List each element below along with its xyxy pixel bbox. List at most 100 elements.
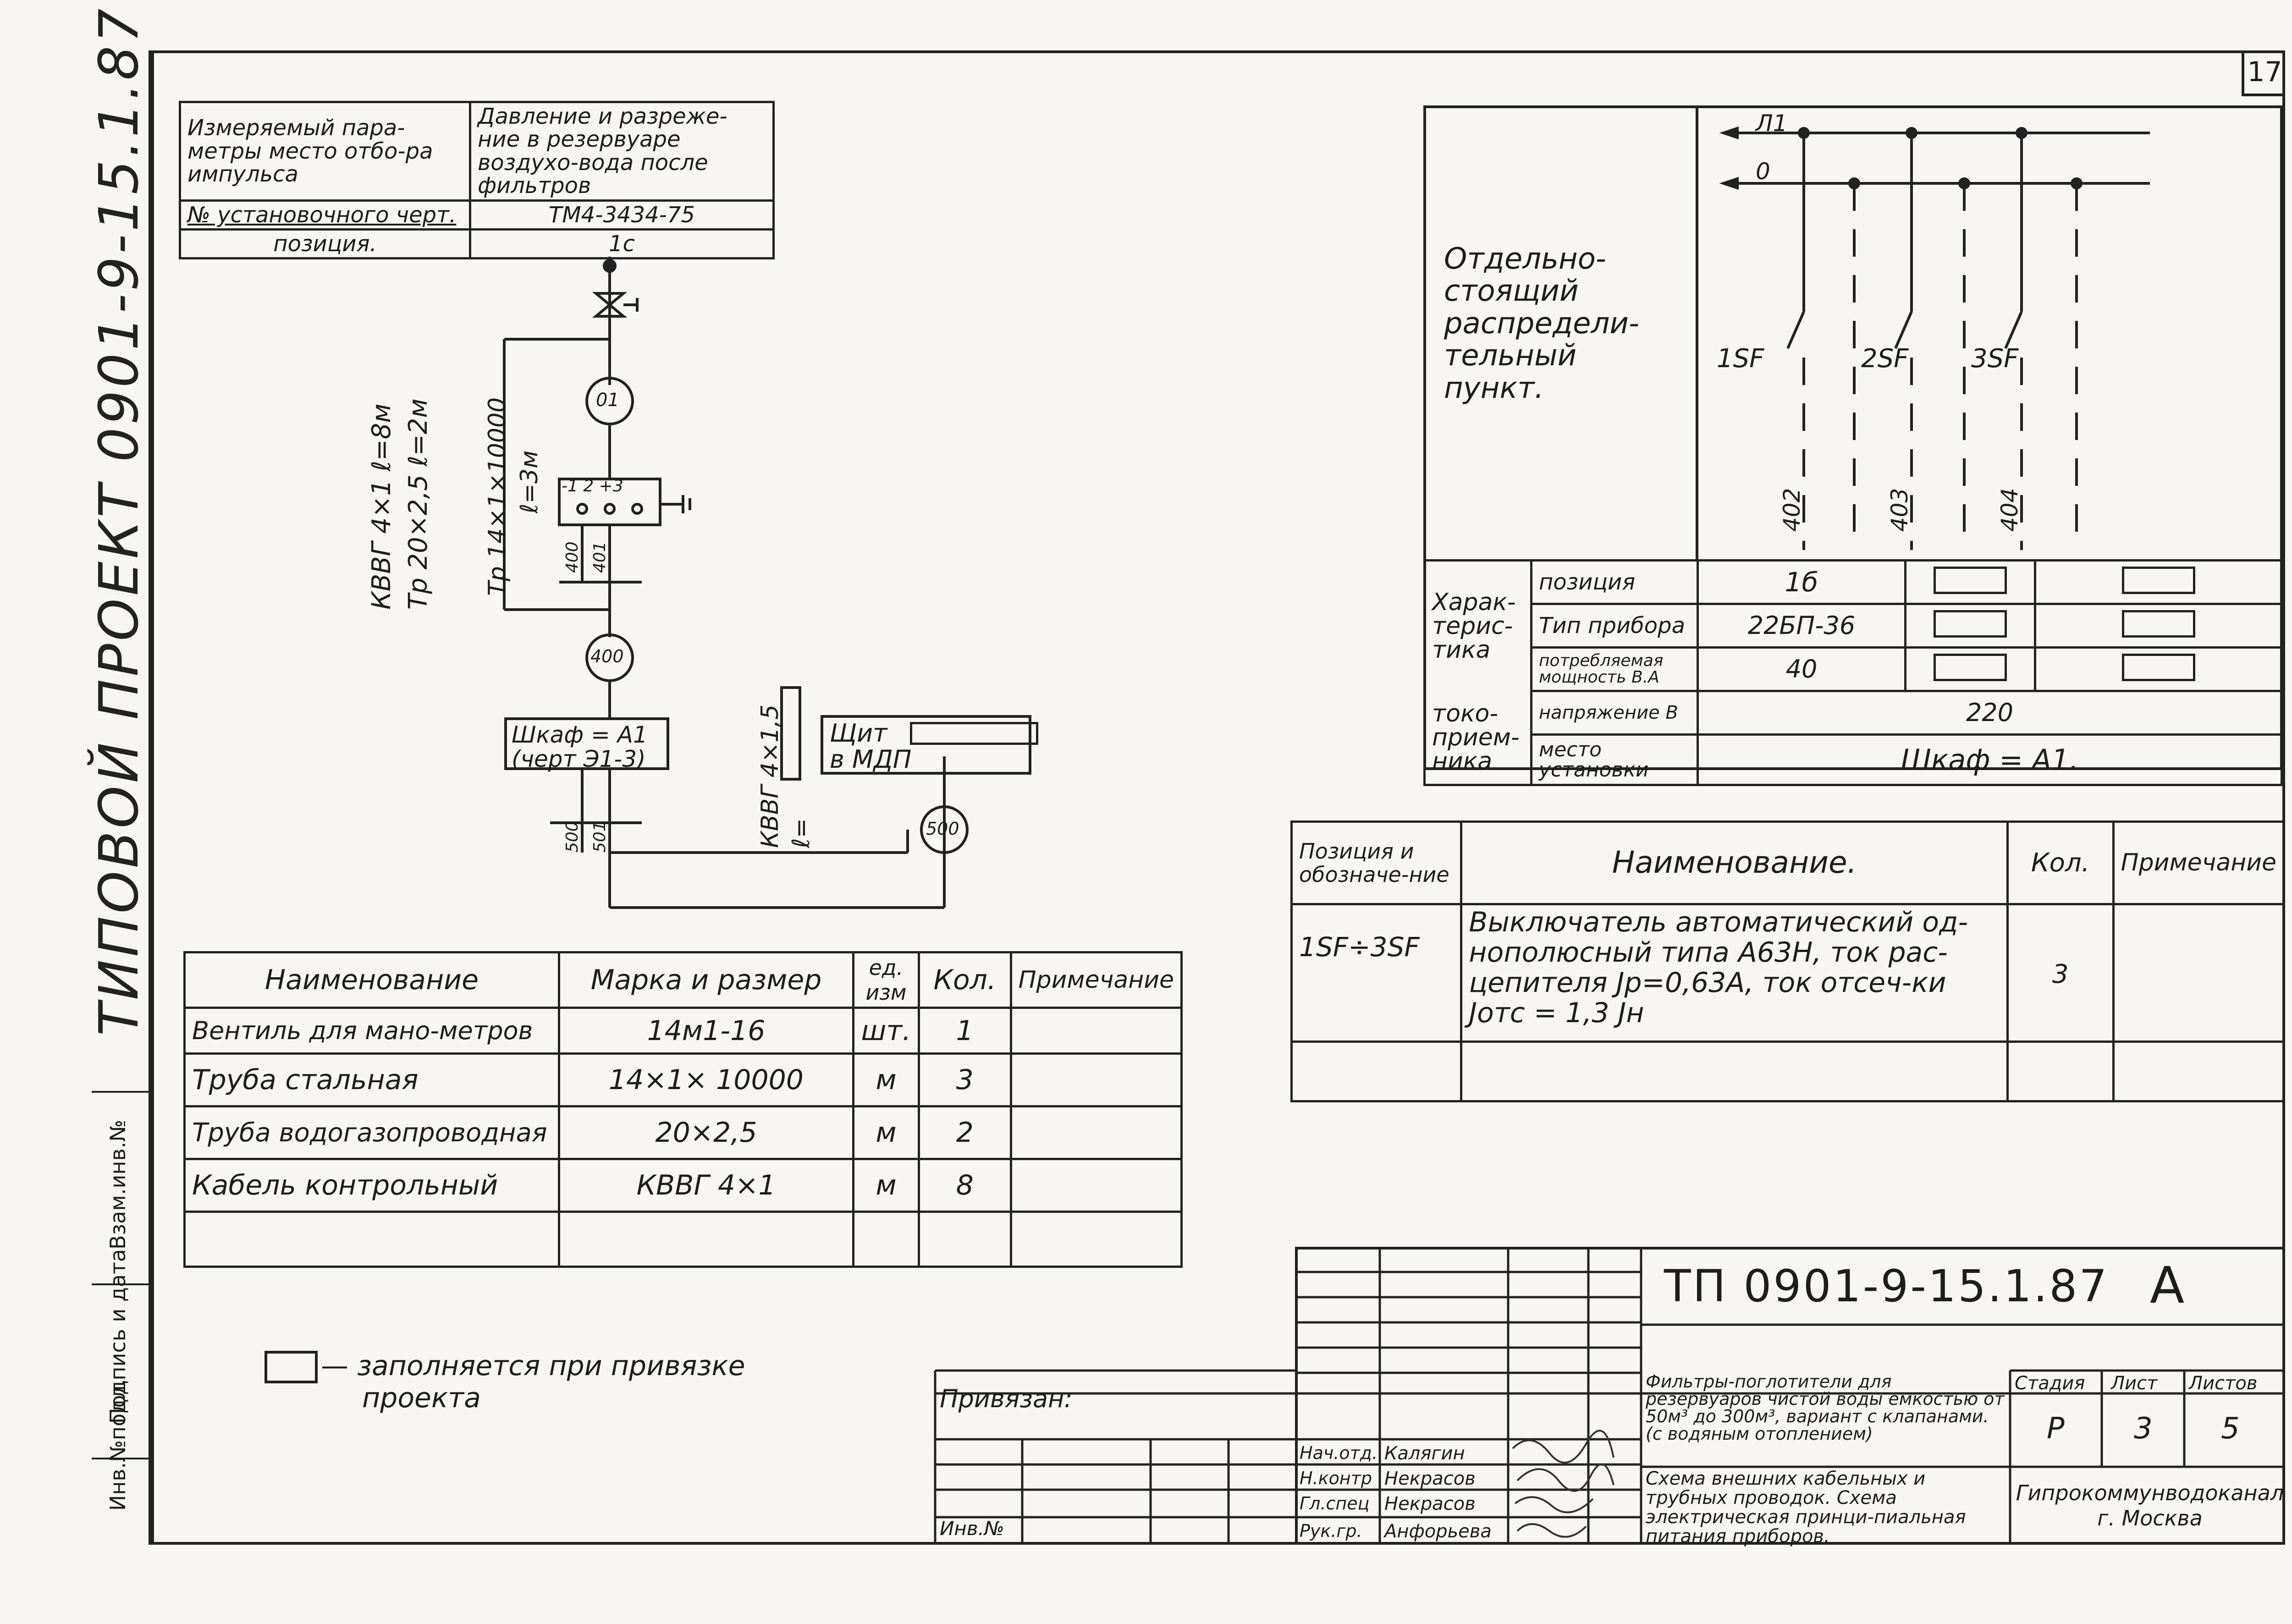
right-cell-empty <box>2112 1040 2285 1102</box>
cabinet-ref: (черт Э1-3) <box>512 745 646 772</box>
char-fill-cell <box>2034 559 2283 605</box>
char-voltage-value: 220 <box>1697 690 2283 736</box>
spec-cell: 3 <box>917 1052 1012 1107</box>
role-3: Гл.спец <box>1300 1493 1370 1514</box>
panel-fill-box <box>910 722 1038 745</box>
wire-402: 402 <box>1779 488 1805 532</box>
spec-table: Наименование Марка и размер ед. изм Кол.… <box>183 951 1183 1268</box>
spec-cell <box>1009 1158 1183 1213</box>
char-group2: токо-прием-ника <box>1423 691 1532 786</box>
wire-501: 501 <box>590 821 609 853</box>
legend-text: — заполняется при привязке <box>321 1350 745 1382</box>
spec-cell: Труба стальная <box>183 1052 560 1107</box>
right-cell-qty: 3 <box>2006 903 2115 1043</box>
param-cell-2: Давление и разреже-ние в резервуаре возд… <box>469 101 775 202</box>
spec-cell <box>1009 1105 1183 1160</box>
spec-cell: м <box>852 1052 920 1107</box>
wire-403: 403 <box>1886 488 1913 532</box>
spec-head-unit: ед. изм <box>852 951 920 1009</box>
char-fill-cell <box>2034 646 2283 692</box>
fill-box <box>1934 654 2007 681</box>
side-col-inv: Взам.инв.№ <box>92 1091 151 1283</box>
cable-kvvg15-length: ℓ= <box>788 818 815 848</box>
spec-head-qty: Кол. <box>917 951 1012 1009</box>
signer-2: Некрасов <box>1384 1468 1476 1489</box>
spec-cell: м <box>852 1158 920 1213</box>
spec-cell: 1 <box>917 1007 1012 1055</box>
cable-kvvg15-label: КВВГ 4×1,5 <box>756 704 784 848</box>
spec-cell: 8 <box>917 1158 1012 1213</box>
sheet-header: Лист <box>2111 1373 2158 1394</box>
spec-cell <box>1009 1007 1183 1055</box>
char-group1: Харак-терис-тика <box>1423 559 1532 691</box>
spec-cell: 2 <box>917 1105 1012 1160</box>
drawing-frame <box>151 50 2285 1545</box>
char-row-place: место установки <box>1530 733 1699 786</box>
right-cell-pos: 1SF÷3SF <box>1290 903 1463 1043</box>
right-cell-empty <box>1290 1040 1463 1102</box>
spec-cell <box>1009 1052 1183 1107</box>
fill-box <box>2121 610 2195 638</box>
param-cell-4: ТМ4-3434-75 <box>469 199 775 231</box>
char-row-power: потребляемая мощность В.А <box>1530 646 1699 692</box>
spec-cell <box>852 1211 920 1268</box>
char-fill-cell <box>1904 559 2036 605</box>
spec-head-name: Наименование <box>183 951 560 1009</box>
org-name: Гипрокоммунводоканал г. Москва <box>2016 1481 2284 1531</box>
panel-box: Щит в МДП <box>821 715 1031 775</box>
char-fill-cell <box>1904 646 2036 692</box>
char-row-type: Тип прибора <box>1530 603 1699 649</box>
right-cell-name: Выключатель автоматический од-нополюсный… <box>1460 903 2009 1043</box>
spec-cell: 14м1-16 <box>557 1007 855 1055</box>
device-400-label: 400 <box>590 646 624 666</box>
char-pos-value: 1б <box>1697 559 1906 605</box>
pipe-14-label: Тр 14×1×10000 <box>484 397 511 596</box>
char-type-value: 22БП-36 <box>1697 603 1906 649</box>
table-row: Вентиль для мано-метров 14м1-16 шт. 1 <box>183 1007 1183 1055</box>
drawing-letter: А <box>2150 1256 2185 1315</box>
signer-4: Анфорьева <box>1384 1521 1492 1542</box>
spec-cell <box>183 1211 560 1268</box>
param-table: Измеряемый пара-метры место отбо-ра импу… <box>179 101 775 260</box>
spec-cell: 14×1× 10000 <box>557 1052 855 1107</box>
param-cell-3: № установочного черт. <box>179 199 471 231</box>
right-cell-note <box>2112 903 2285 1043</box>
spec-cell: шт. <box>852 1007 920 1055</box>
breaker-2sf: 2SF <box>1861 344 1909 374</box>
device-01-label: 01 <box>596 390 619 411</box>
drawing-code: ТП 0901-9-15.1.87 <box>1664 1261 2109 1312</box>
char-fill-cell <box>2034 603 2283 649</box>
pipe-14-length: ℓ=3м <box>516 450 543 513</box>
bus-0-label: 0 <box>1756 158 1770 185</box>
panel-location: в МДП <box>830 744 912 774</box>
spec-cell: Труба водогазопроводная <box>183 1105 560 1160</box>
wire-404: 404 <box>1996 488 2023 532</box>
fill-box <box>2121 567 2195 594</box>
role-2: Н.контр <box>1300 1468 1372 1488</box>
bus-l1-label: Л1 <box>1756 110 1788 137</box>
sheets-value: 5 <box>2221 1412 2240 1446</box>
table-row: Кабель контрольный КВВГ 4×1 м 8 <box>183 1158 1183 1213</box>
panel-label: Щит <box>830 719 887 748</box>
sheets-header: Листов <box>2189 1373 2258 1394</box>
param-cell-1: Измеряемый пара-метры место отбо-ра импу… <box>179 101 471 202</box>
page-number: 17 <box>2242 50 2285 96</box>
signer-1: Калягин <box>1384 1443 1465 1464</box>
stamp-frame <box>1295 1247 2285 1545</box>
privyazan-label: Привязан: <box>940 1384 1073 1413</box>
table-row: Труба водогазопроводная 20×2,5 м 2 <box>183 1105 1183 1160</box>
dist-point-title: Отдельно-стоящий распредели-тельный пунк… <box>1444 242 1640 405</box>
table-row <box>1290 1040 2285 1102</box>
role-4: Рук.гр. <box>1300 1521 1362 1541</box>
spec-head-mark: Марка и размер <box>557 951 855 1009</box>
project-title-vertical: ТИПОВОЙ ПРОЕКТ 0901-9-15.1.87 АЛЬБОМ II <box>87 0 150 1036</box>
side-col-podl: Инв.№подл. <box>92 1379 151 1545</box>
cable-kvvg-label: КВВГ 4×1 ℓ=8м <box>367 403 397 610</box>
spec-cell <box>557 1211 855 1268</box>
fill-box <box>1934 567 2007 594</box>
stage-header: Стадия <box>2015 1373 2085 1394</box>
cabinet-label: Шкаф = А1 <box>512 721 648 748</box>
dist-point-title-cell <box>1423 105 1698 559</box>
fill-box <box>2121 654 2195 681</box>
signer-3: Некрасов <box>1384 1493 1476 1514</box>
